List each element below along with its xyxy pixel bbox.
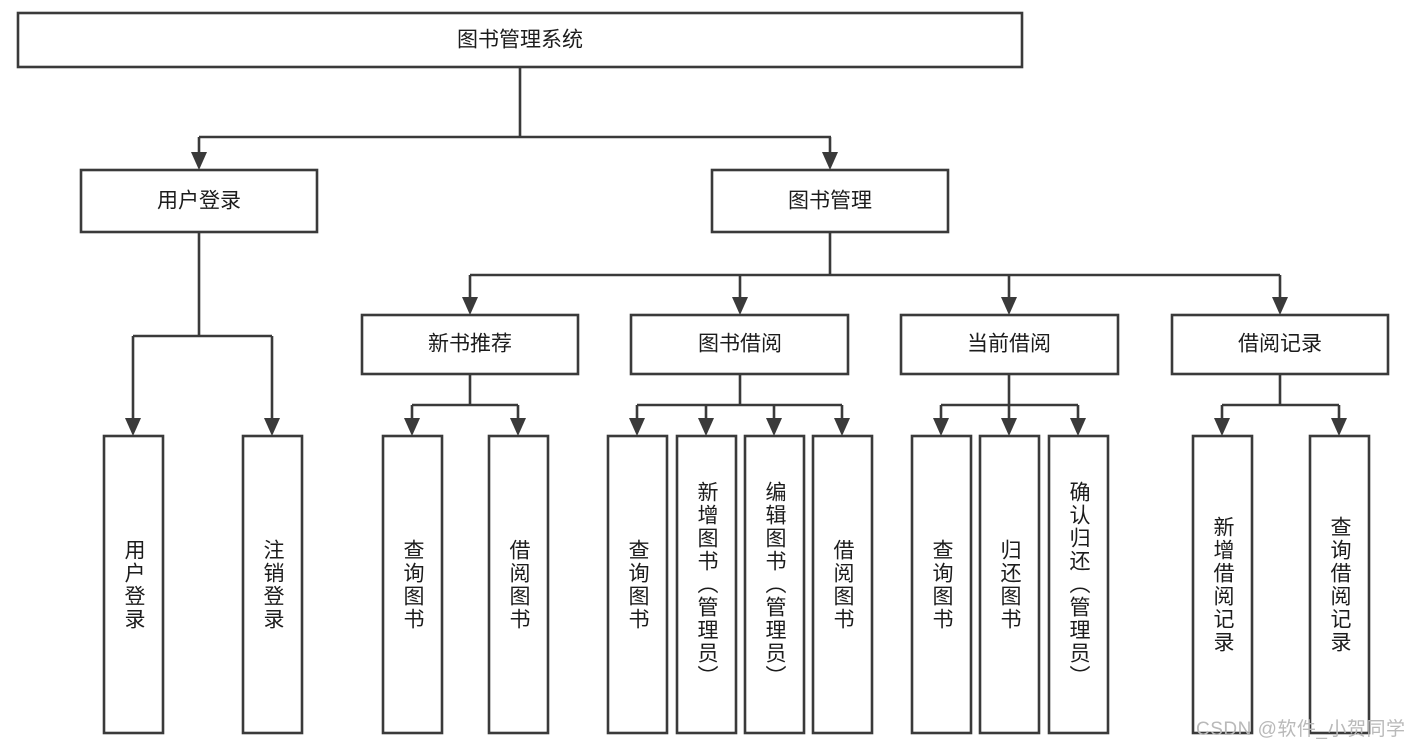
leaf-box-borrow-record-1[interactable]	[1191, 434, 1254, 735]
node-new-book-recommend-label: 新书推荐	[428, 333, 512, 356]
leaf-box-book-borrow-3[interactable]	[743, 434, 806, 735]
connector-group-borrow-record	[1214, 374, 1347, 436]
csdn-watermark: CSDN @软件_小贺同学	[1196, 719, 1405, 740]
node-user-login-label: 用户登录	[157, 190, 241, 213]
arrow-head-book-borrow	[732, 297, 748, 315]
arrow-head-new-book-recommend	[462, 297, 478, 315]
arrow-head-current-borrow	[1001, 297, 1017, 315]
node-user-login-box[interactable]	[79, 168, 319, 234]
leaf-box-current-borrow-2[interactable]	[978, 434, 1041, 735]
arrow-head-leaf-book-borrow-1	[629, 418, 645, 436]
arrow-head-leaf-book-borrow-2	[698, 418, 714, 436]
leaf-box-borrow-record-2[interactable]	[1308, 434, 1371, 735]
leaf-box-book-borrow-1[interactable]	[606, 434, 669, 735]
arrow-head-user-login	[191, 152, 207, 170]
arrow-head-leaf-current-borrow-2	[1001, 418, 1017, 436]
connector-group-user-login	[125, 232, 280, 436]
node-book-borrow-box[interactable]	[629, 313, 850, 376]
node-book-manage-label: 图书管理	[788, 190, 872, 213]
leaf-box-new-book-1[interactable]	[381, 434, 444, 735]
arrow-head-leaf-new-book-1	[404, 418, 420, 436]
leaf-box-book-borrow-2[interactable]	[675, 434, 738, 735]
arrow-head-borrow-record	[1272, 297, 1288, 315]
node-root-label: 图书管理系统	[457, 29, 583, 52]
arrow-head-leaf-current-borrow-3	[1070, 418, 1086, 436]
connector-group-book-borrow	[629, 374, 850, 436]
node-book-manage-box[interactable]	[710, 168, 950, 234]
node-current-borrow-label: 当前借阅	[967, 333, 1051, 356]
arrow-head-leaf-book-borrow-4	[834, 418, 850, 436]
connector-group-new-book-recommend	[404, 374, 526, 436]
node-current-borrow-box[interactable]	[899, 313, 1120, 376]
arrow-head-leaf-new-book-2	[510, 418, 526, 436]
arrow-head-leaf-borrow-record-1	[1214, 418, 1230, 436]
leaf-box-current-borrow-1[interactable]	[910, 434, 973, 735]
node-root-box[interactable]	[16, 11, 1024, 69]
arrow-head-leaf-book-borrow-3	[766, 418, 782, 436]
node-book-borrow-label: 图书借阅	[698, 333, 782, 356]
connector-group-current-borrow	[933, 374, 1086, 436]
node-new-book-recommend-box[interactable]	[360, 313, 580, 376]
leaf-box-user-login-2[interactable]	[241, 434, 304, 735]
leaf-box-book-borrow-4[interactable]	[811, 434, 874, 735]
leaf-box-current-borrow-3[interactable]	[1047, 434, 1110, 735]
connector-group-book-manage	[462, 232, 1288, 315]
arrow-head-leaf-current-borrow-1	[933, 418, 949, 436]
leaf-box-user-login-1[interactable]	[102, 434, 165, 735]
node-borrow-record-box[interactable]	[1170, 313, 1390, 376]
arrow-head-leaf-user-login-2	[264, 418, 280, 436]
connector-group-root	[191, 67, 838, 170]
arrow-head-leaf-user-login-1	[125, 418, 141, 436]
node-borrow-record-label: 借阅记录	[1238, 333, 1322, 356]
leaf-box-new-book-2[interactable]	[487, 434, 550, 735]
arrow-head-book-manage	[822, 152, 838, 170]
arrow-head-leaf-borrow-record-2	[1331, 418, 1347, 436]
